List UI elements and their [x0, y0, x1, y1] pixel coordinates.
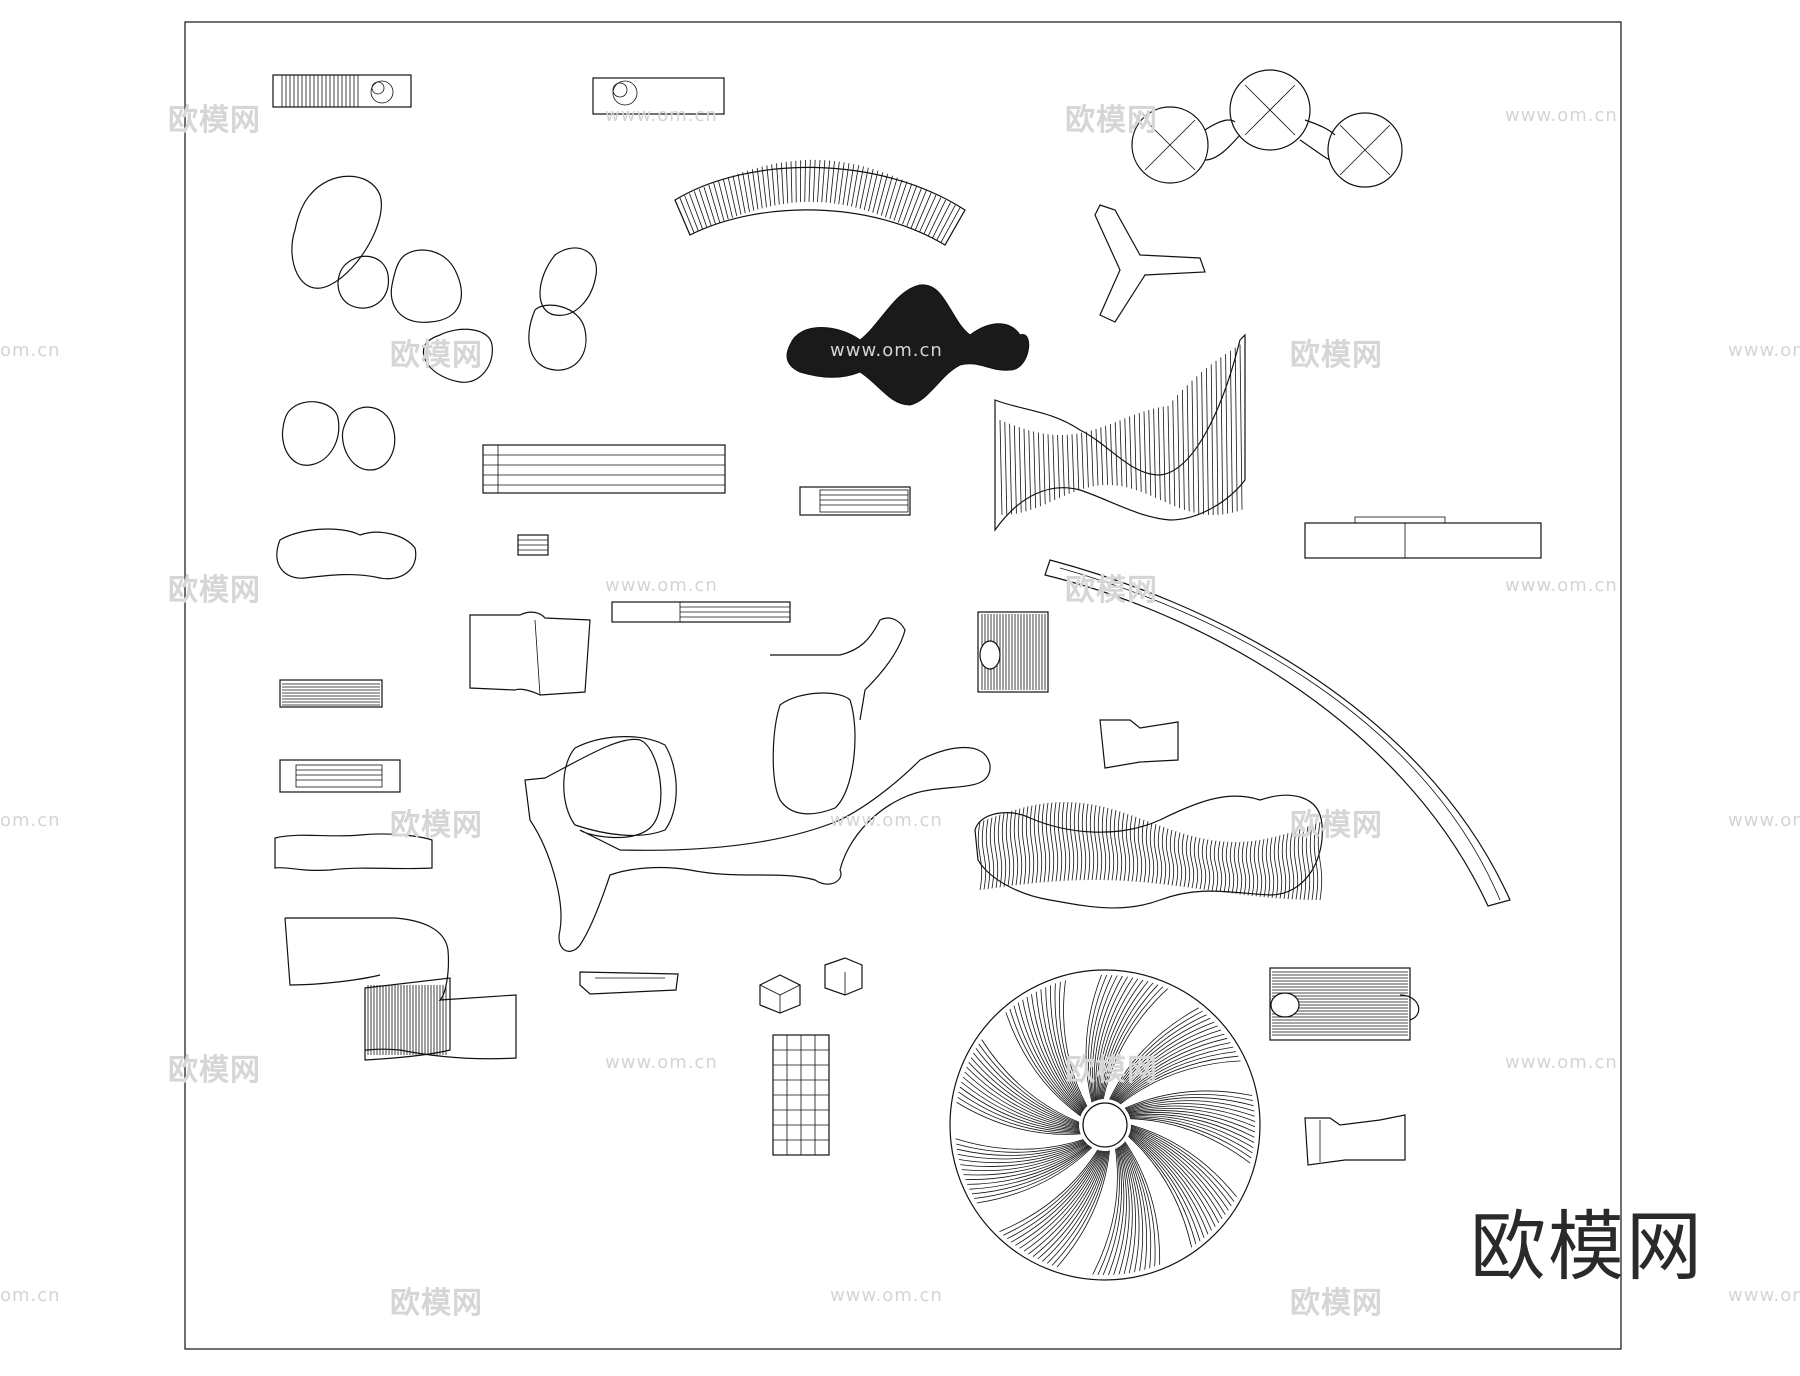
flat-panel-bench — [1305, 517, 1541, 558]
roller-slat-bench — [978, 612, 1048, 692]
folded-seat-right — [1305, 1115, 1405, 1165]
roller-bench-right — [1270, 968, 1419, 1040]
pinwheel-round-seat — [950, 970, 1260, 1280]
bar-bench-with-back — [612, 602, 790, 622]
bench-strip-with-shrub-center — [593, 78, 724, 114]
folded-seat-small — [1100, 720, 1178, 768]
triple-round-seat — [1132, 70, 1402, 187]
cube-seat-1 — [760, 975, 800, 1013]
cube-seat-2 — [825, 958, 862, 995]
grid-block-seat — [773, 1035, 829, 1155]
box-bench-small — [800, 487, 910, 515]
curved-long-bench — [1045, 560, 1510, 906]
bench-strip-with-shrub-left — [273, 75, 411, 107]
branching-tree-bench — [525, 618, 990, 951]
folded-panel-seat — [470, 612, 590, 695]
long-slat-bench — [483, 445, 725, 493]
log-bench — [275, 834, 432, 870]
slat-bench-block-2 — [280, 760, 400, 792]
s-curve-bench — [285, 918, 516, 1060]
pebble-seats — [282, 176, 596, 470]
tray-bench — [580, 972, 678, 994]
kidney-bench — [277, 529, 416, 579]
organic-wave-bench-dark — [787, 285, 1029, 405]
slat-bench-block-1 — [280, 680, 382, 707]
parametric-wave-bench — [995, 335, 1245, 530]
brand-logo-text: 欧模网 — [1470, 1185, 1704, 1295]
curved-slatted-bench — [675, 160, 965, 245]
tri-arm-bench — [1095, 205, 1205, 322]
mini-slat-block — [518, 535, 548, 555]
ribbed-organic-bench — [975, 795, 1322, 908]
